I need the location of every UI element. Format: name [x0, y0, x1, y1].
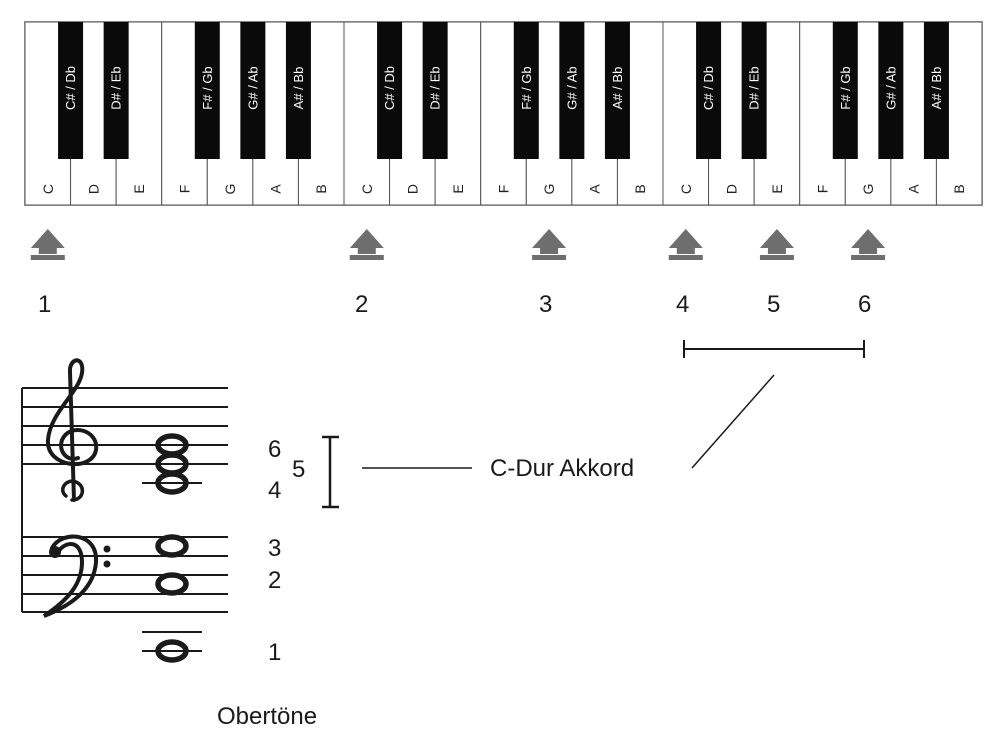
black-key[interactable] — [194, 22, 220, 159]
chord-notes — [155, 433, 189, 663]
marker-number-4: 4 — [676, 291, 690, 318]
black-key[interactable] — [422, 22, 448, 159]
white-key-label: D — [723, 184, 739, 194]
black-key-label: A# / Bb — [929, 67, 944, 110]
arrow-base — [30, 255, 65, 260]
arrow-up-icon — [532, 229, 567, 248]
arrow-stem — [676, 248, 695, 254]
arrow-up-icon — [851, 229, 886, 248]
black-key[interactable] — [832, 22, 858, 159]
black-key[interactable] — [377, 22, 403, 159]
white-key-label: C — [359, 184, 375, 194]
white-key-label: G — [860, 184, 876, 195]
marker-number-3: 3 — [539, 291, 553, 318]
black-key-label: D# / Eb — [747, 66, 762, 109]
note-c-bass — [155, 572, 189, 596]
overtone-label-5: 5 — [292, 456, 306, 483]
black-key-label: G# / Ab — [883, 66, 898, 109]
white-key-label: F — [177, 185, 193, 194]
white-key-label: D — [404, 184, 420, 194]
white-key-label: B — [632, 184, 648, 193]
marker-number-2: 2 — [355, 291, 369, 318]
overtone-label-1: 1 — [268, 639, 282, 666]
white-key-label: B — [951, 184, 967, 193]
marker-number-6: 6 — [858, 291, 872, 318]
black-key-label: C# / Db — [701, 66, 716, 110]
white-key-label: C — [40, 184, 56, 194]
overtone-arrows — [30, 229, 886, 260]
chord-label: C-Dur Akkord — [490, 455, 635, 482]
white-key-label: F — [815, 185, 831, 194]
arrow-base — [349, 255, 384, 260]
black-key[interactable] — [240, 22, 266, 159]
white-key-label: G — [222, 184, 238, 195]
connector-line-diagonal — [691, 374, 775, 469]
arrow-stem — [767, 248, 786, 254]
black-key-label: G# / Ab — [245, 66, 260, 109]
black-key[interactable] — [878, 22, 904, 159]
arrow-up-icon — [30, 229, 65, 248]
black-key[interactable] — [741, 22, 767, 159]
arrow-base — [851, 255, 886, 260]
treble-clef-icon — [45, 358, 99, 502]
note-c-low — [155, 639, 189, 663]
black-key-label: F# / Gb — [519, 66, 534, 109]
marker-number-1: 1 — [38, 291, 52, 318]
black-key-label: C# / Db — [63, 66, 78, 110]
white-key-label: A — [587, 184, 603, 194]
white-key-label: E — [450, 184, 466, 193]
white-key-label: B — [313, 184, 329, 193]
black-key-label: D# / Eb — [428, 66, 443, 109]
arrow-up-icon — [349, 229, 384, 248]
overtone-label-3: 3 — [268, 535, 282, 562]
note-c — [155, 471, 189, 495]
arrow-base — [759, 255, 794, 260]
white-key-label: D — [85, 184, 101, 194]
marker-number-5: 5 — [767, 291, 781, 318]
black-key[interactable] — [696, 22, 722, 159]
black-key[interactable] — [513, 22, 539, 159]
range-bracket — [683, 340, 865, 358]
arrow-base — [532, 255, 567, 260]
chord-bracket — [322, 435, 339, 509]
black-key[interactable] — [58, 22, 84, 159]
overtone-label-6: 6 — [268, 436, 282, 463]
arrow-stem — [859, 248, 878, 254]
black-key[interactable] — [103, 22, 129, 159]
black-key[interactable] — [923, 22, 949, 159]
arrow-base — [668, 255, 703, 260]
black-key-label: F# / Gb — [838, 66, 853, 109]
white-key-label: E — [769, 184, 785, 193]
white-key-label: G — [541, 184, 557, 195]
arrow-stem — [357, 248, 376, 254]
arrow-stem — [38, 248, 57, 254]
note-g-bass — [155, 534, 189, 558]
black-key-label: A# / Bb — [610, 67, 625, 110]
black-key-label: C# / Db — [382, 66, 397, 110]
piano-keyboard: C D E F G A B C D E F G A B C D E F G A B C# / Db D# / Eb F# / … — [24, 21, 983, 206]
black-key-label: D# / Eb — [109, 66, 124, 109]
white-key-label: C — [678, 184, 694, 194]
black-key-label: G# / Ab — [564, 66, 579, 109]
overtone-label-4: 4 — [268, 477, 282, 504]
white-key-label: E — [131, 184, 147, 193]
arrow-up-icon — [759, 229, 794, 248]
black-key-label: A# / Bb — [291, 67, 306, 110]
black-key-label: F# / Gb — [200, 66, 215, 109]
black-key[interactable] — [285, 22, 311, 159]
black-key[interactable] — [604, 22, 630, 159]
caption: Obertöne — [217, 703, 318, 730]
bass-clef-icon — [42, 534, 111, 618]
arrow-up-icon — [668, 229, 703, 248]
arrow-stem — [540, 248, 559, 254]
black-key[interactable] — [559, 22, 585, 159]
white-key-label: F — [496, 185, 512, 194]
white-key-label: A — [906, 184, 922, 194]
white-key-label: A — [268, 184, 284, 194]
overtone-label-2: 2 — [268, 567, 282, 594]
